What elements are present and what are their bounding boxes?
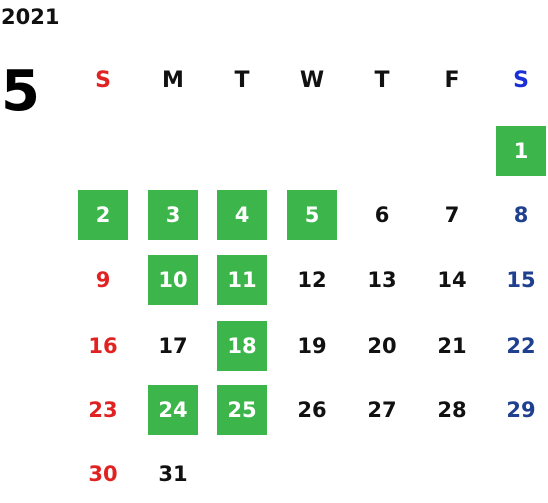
day-cell-30: 30 [88, 462, 118, 486]
day-cell-11: 11 [217, 255, 267, 305]
weekday-header-tue: T [234, 68, 250, 93]
month-number: 5 [1, 59, 40, 124]
day-cell-3: 3 [148, 190, 198, 240]
day-cell-16: 16 [88, 334, 118, 358]
day-cell-4: 4 [217, 190, 267, 240]
day-cell-5: 5 [287, 190, 337, 240]
day-cell-18: 18 [217, 321, 267, 371]
day-cell-22: 22 [506, 334, 536, 358]
weekday-header-sat: S [513, 68, 529, 93]
day-cell-13: 13 [367, 268, 397, 292]
day-cell-25: 25 [217, 385, 267, 435]
day-cell-1: 1 [496, 126, 546, 176]
day-cell-7: 7 [444, 203, 460, 227]
day-cell-31: 31 [158, 462, 188, 486]
day-cell-24: 24 [148, 385, 198, 435]
day-cell-2: 2 [78, 190, 128, 240]
year-label: 2021 [1, 5, 60, 29]
day-cell-6: 6 [374, 203, 390, 227]
day-cell-10: 10 [148, 255, 198, 305]
weekday-header-thu: T [374, 68, 390, 93]
day-cell-19: 19 [297, 334, 327, 358]
weekday-header-fri: F [444, 68, 460, 93]
day-cell-12: 12 [297, 268, 327, 292]
day-cell-17: 17 [158, 334, 188, 358]
day-cell-28: 28 [437, 398, 467, 422]
day-cell-15: 15 [506, 268, 536, 292]
day-cell-29: 29 [506, 398, 536, 422]
day-cell-23: 23 [88, 398, 118, 422]
day-cell-9: 9 [95, 268, 111, 292]
day-cell-14: 14 [437, 268, 467, 292]
weekday-header-mon: M [162, 68, 184, 93]
weekday-header-sun: S [95, 68, 111, 93]
day-cell-20: 20 [367, 334, 397, 358]
day-cell-21: 21 [437, 334, 467, 358]
day-cell-26: 26 [297, 398, 327, 422]
day-cell-8: 8 [513, 203, 529, 227]
day-cell-27: 27 [367, 398, 397, 422]
weekday-header-wed: W [299, 68, 325, 93]
